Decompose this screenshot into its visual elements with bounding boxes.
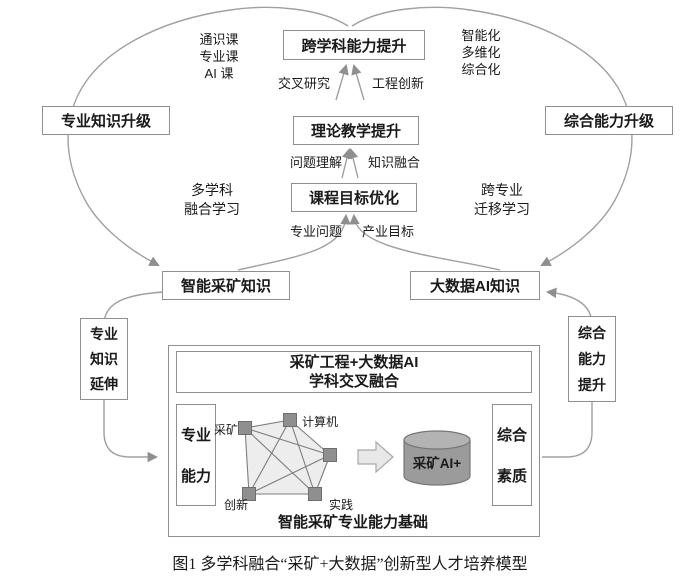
label-knowledge-fusion: 知识融合 xyxy=(368,155,421,170)
node-label-mining: 采矿 xyxy=(214,423,239,437)
note-left-learning: 多学科 融合学习 xyxy=(184,182,240,217)
cylinder-label: 采矿AI+ xyxy=(412,456,462,471)
arrow-left-lobe xyxy=(67,6,349,266)
arrow-theory-up-left xyxy=(335,63,349,101)
node-label-computer: 计算机 xyxy=(302,415,339,429)
label-cross-research: 交叉研究 xyxy=(278,76,331,91)
vbox-ability-improvement: 综合 能力 提升 xyxy=(568,316,616,402)
node-label-practice: 实践 xyxy=(329,498,354,512)
vbox-knowledge-extension: 专业 知识 延伸 xyxy=(80,318,128,400)
box-theory-teaching: 理论教学提升 xyxy=(293,116,419,145)
label-problem-understanding: 问题理解 xyxy=(290,155,343,170)
arrow-right-lobe xyxy=(351,6,633,266)
arrow-curriculum-up-left xyxy=(341,147,353,179)
foundation-left-box: 专业 能力 xyxy=(176,404,216,506)
arrow-right-to-curriculum xyxy=(349,213,501,271)
node-label-innovation: 创新 xyxy=(224,498,249,512)
node-right xyxy=(323,448,337,462)
node-innovation xyxy=(242,487,256,501)
box-intelligent-mining-knowledge: 智能采矿知识 xyxy=(162,271,290,300)
figure-caption: 图1 多学科融合“采矿+大数据”创新型人才培养模型 xyxy=(172,556,528,573)
note-right-learning: 跨专业 迁移学习 xyxy=(474,182,530,217)
label-engineering-innovation: 工程创新 xyxy=(372,76,425,91)
arrow-curriculum-up-right xyxy=(347,147,359,179)
note-right-traits: 智能化 多维化 综合化 xyxy=(461,28,501,77)
arrow-theory-up-right xyxy=(351,63,365,101)
label-professional-problem: 专业问题 xyxy=(290,224,343,239)
arrow-left-to-curriculum xyxy=(237,213,351,271)
label-industry-goal: 产业目标 xyxy=(362,224,415,239)
box-bigdata-ai-knowledge: 大数据AI知识 xyxy=(410,271,540,300)
foundation-footer: 智能采矿专业能力基础 xyxy=(277,514,428,531)
node-mining xyxy=(238,421,252,435)
box-curriculum-goal: 课程目标优化 xyxy=(291,183,417,212)
block-arrow-right xyxy=(357,440,394,474)
node-practice xyxy=(308,487,322,501)
node-computer xyxy=(283,413,297,427)
box-comprehensive-ability-upgrade: 综合能力升级 xyxy=(545,106,673,135)
note-left-courses: 通识课 专业课 AI 课 xyxy=(199,32,239,81)
network-graph xyxy=(238,413,394,501)
foundation-right-box: 综合 素质 xyxy=(492,404,532,506)
foundation-container xyxy=(168,345,540,537)
cylinder-mining-ai xyxy=(403,430,471,486)
foundation-header: 采矿工程+大数据AI 学科交叉融合 xyxy=(176,351,532,393)
box-interdisciplinary-improve: 跨学科能力提升 xyxy=(283,30,425,60)
box-professional-knowledge-upgrade: 专业知识升级 xyxy=(42,106,170,135)
